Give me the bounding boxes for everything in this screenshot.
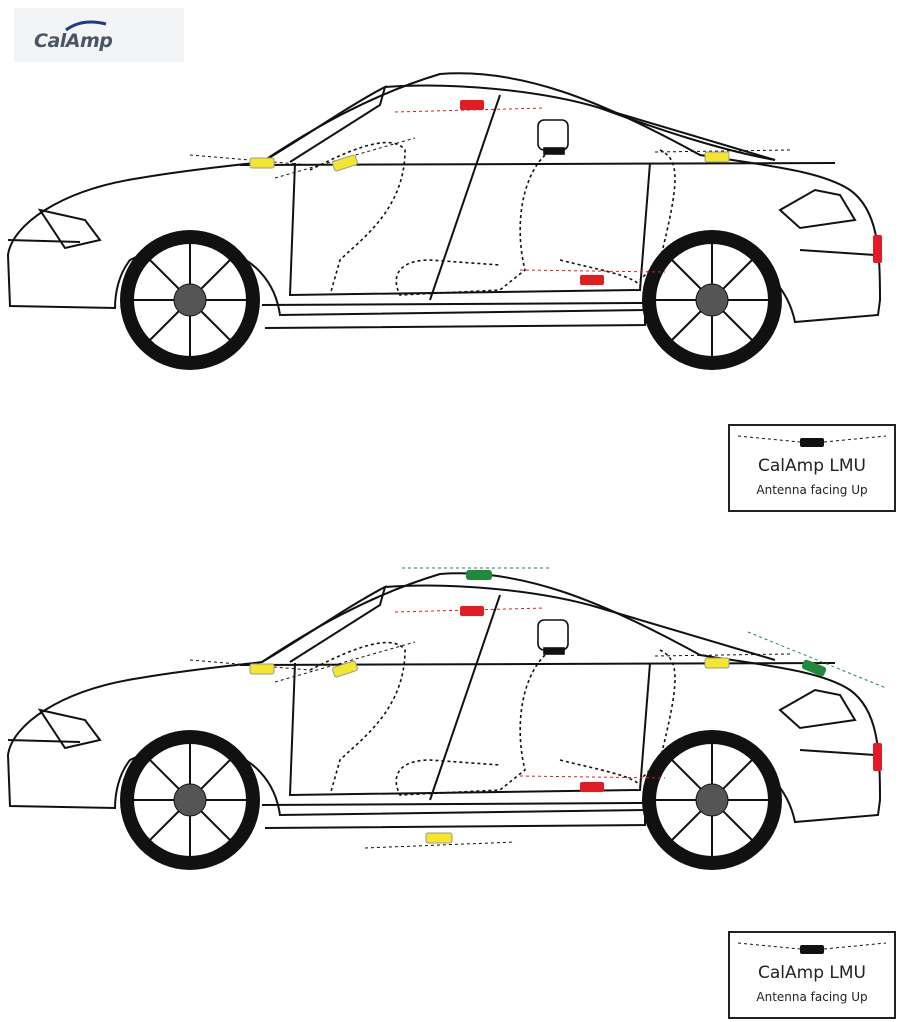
legend-box: CalAmp LMU Antenna facing Up (728, 424, 896, 512)
front-wheel (120, 230, 260, 370)
front-wheel (120, 730, 260, 870)
legend-antenna-icon (730, 933, 894, 963)
legend-box: CalAmp LMU Antenna facing Up (728, 931, 896, 1019)
car-diagram-alternate-mounts (0, 560, 899, 955)
legend-title: CalAmp LMU (730, 963, 894, 983)
rear-wheel (642, 730, 782, 870)
roof-headliner-marker (395, 606, 545, 616)
windshield-antenna-marker (275, 642, 415, 682)
under-seat-marker (520, 270, 665, 285)
legend-title: CalAmp LMU (730, 456, 894, 476)
rear-wheel (642, 230, 782, 370)
calamp-logo: CalAmp (14, 8, 184, 62)
legend-subtitle: Antenna facing Up (730, 990, 894, 1004)
legend-antenna-icon (730, 426, 894, 456)
underbody-marker (365, 833, 515, 848)
logo-text: CalAmp (34, 30, 112, 52)
car-diagram-standard-mounts (0, 60, 899, 455)
tail-light-marker (873, 743, 882, 771)
rear-deck-marker (655, 150, 790, 162)
legend-subtitle: Antenna facing Up (730, 483, 894, 497)
rear-window-marker (748, 632, 886, 688)
roof-headliner-marker (395, 100, 545, 112)
dash-antenna-marker (190, 660, 310, 674)
tail-light-marker (873, 235, 882, 263)
